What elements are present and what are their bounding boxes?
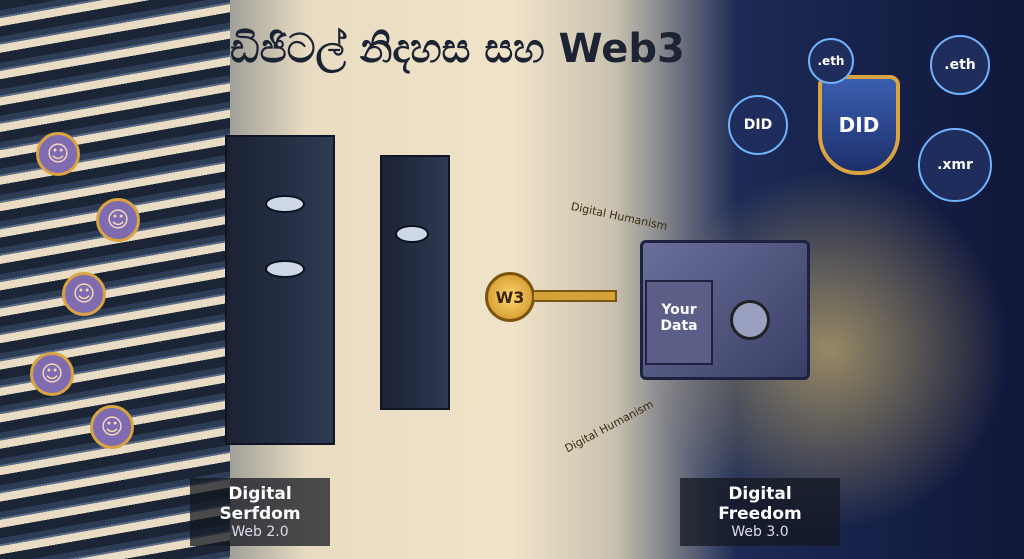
caption-title: Digital Freedom — [718, 484, 802, 524]
data-stream-panel — [0, 0, 230, 559]
shield-icon: DID — [818, 75, 900, 175]
key-icon: W3 — [485, 272, 535, 322]
web2-caption: Digital Serfdom Web 2.0 — [190, 478, 330, 546]
user-avatar-icon: ☺ — [90, 405, 134, 449]
eth-badge: .eth — [808, 38, 854, 84]
user-avatar-icon: ☺ — [30, 352, 74, 396]
caption-title: Digital Serfdom — [219, 484, 301, 524]
eye-icon — [265, 260, 305, 278]
server-rack-icon — [380, 155, 450, 410]
safe-dial-icon — [730, 300, 770, 340]
user-avatar-icon: ☺ — [96, 198, 140, 242]
eth-badge: .eth — [930, 35, 990, 95]
eye-icon — [265, 195, 305, 213]
caption-subtitle: Web 3.0 — [731, 524, 789, 540]
eye-icon — [395, 225, 429, 243]
page-title: ඩිජිටල් නිදහස සහ Web3 — [230, 26, 685, 72]
user-avatar-icon: ☺ — [36, 132, 80, 176]
safe-door-label: Your Data — [645, 280, 713, 365]
xmr-badge: .xmr — [918, 128, 992, 202]
web3-caption: Digital Freedom Web 3.0 — [680, 478, 840, 546]
user-avatar-icon: ☺ — [62, 272, 106, 316]
server-rack-icon — [225, 135, 335, 445]
key-shaft — [532, 290, 617, 302]
did-badge: DID — [728, 95, 788, 155]
caption-subtitle: Web 2.0 — [231, 524, 289, 540]
